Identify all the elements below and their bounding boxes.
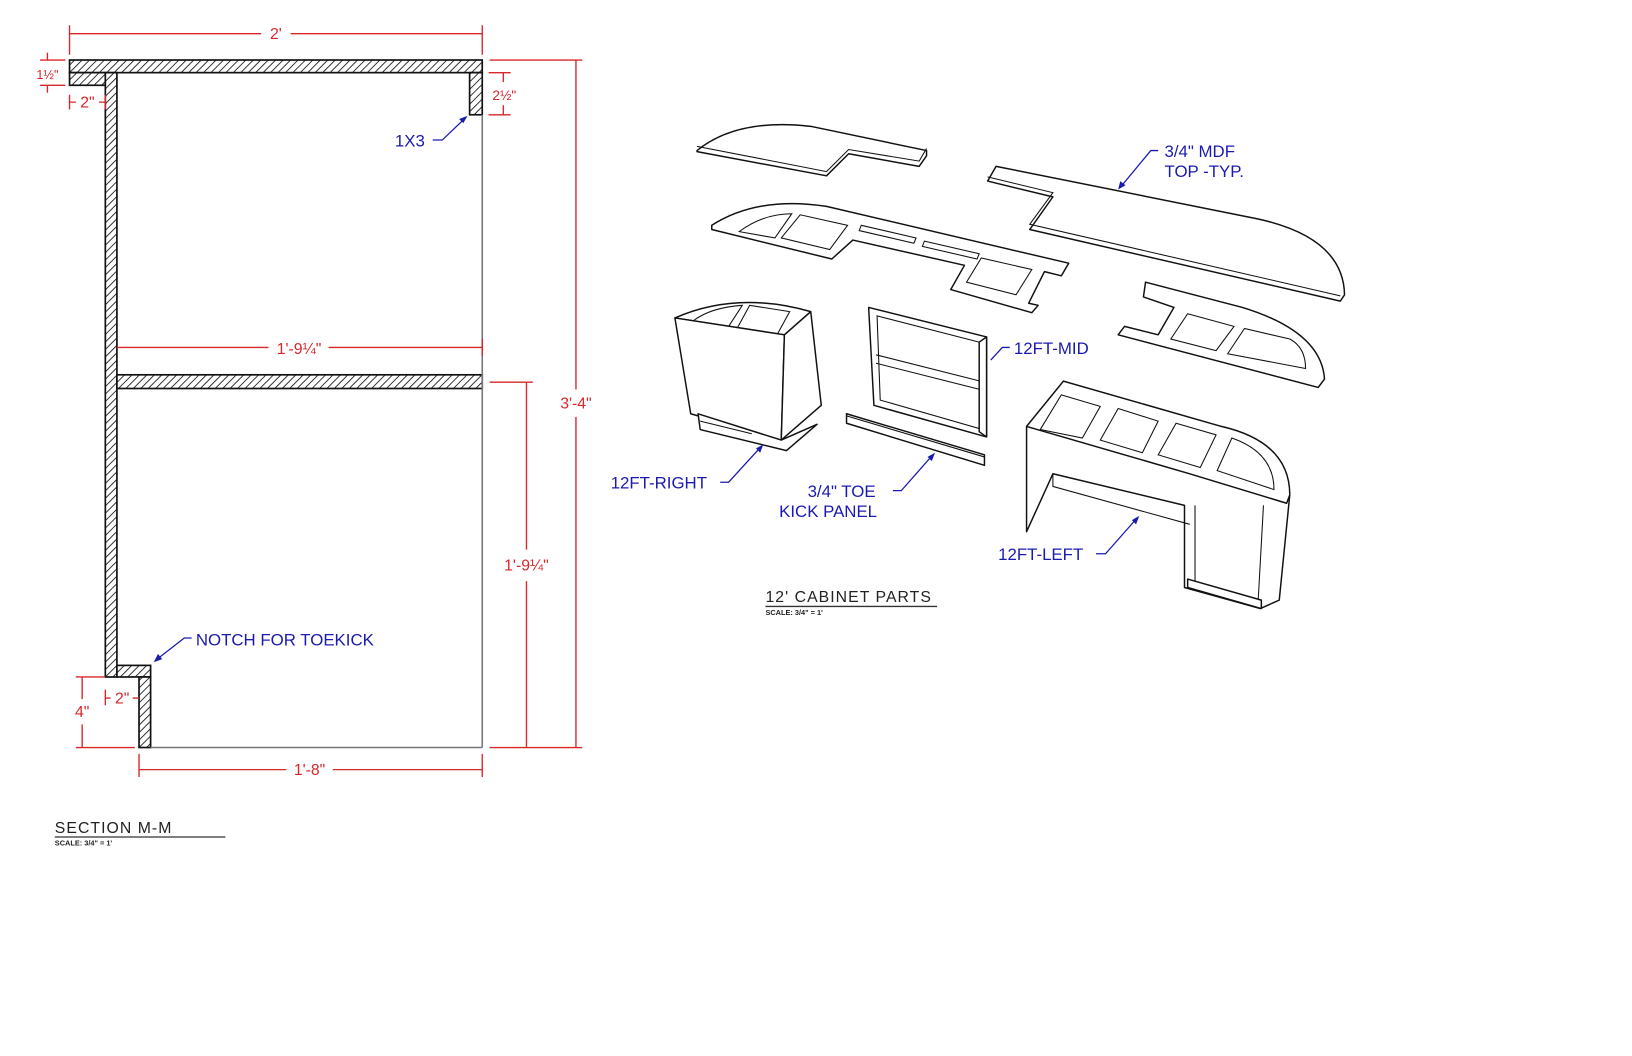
dim-shelf-height: 1'-9¼" [489, 381, 549, 748]
callout-text: 3/4" MDF [1164, 142, 1235, 161]
callout-text: 3/4" TOE [808, 482, 876, 501]
callout-text: 12FT-RIGHT [611, 474, 707, 493]
toe-kick-panel [845, 413, 986, 467]
frame-panel-right [1117, 281, 1326, 389]
cleat-1x3-section [468, 71, 484, 116]
dim-overall-width: 2' [68, 25, 483, 55]
parts-scale: SCALE: 3/4" = 1' [765, 608, 823, 617]
callout-text: 12FT-MID [1014, 339, 1089, 358]
dim-text: 1½" [36, 68, 58, 82]
callout-notch: NOTCH FOR TOEKICK [153, 630, 375, 663]
dim-text: 2' [270, 26, 282, 43]
callout-1x3: 1X3 [395, 115, 468, 150]
callout-text: NOTCH FOR TOEKICK [196, 630, 375, 649]
dim-text: 1'-9¼" [277, 341, 322, 358]
dim-text: 4" [75, 704, 89, 721]
dim-top-thickness: 1½" [36, 52, 66, 93]
dim-toekick-height: 4" [75, 676, 135, 749]
callout-12ft-left: 12FT-LEFT [998, 515, 1140, 564]
cabinet-12ft-mid [867, 306, 988, 438]
callout-text: TOP -TYP. [1164, 162, 1244, 181]
top-ledge-section [68, 71, 107, 87]
shelf-section [116, 373, 484, 390]
mdf-top-short [696, 123, 928, 177]
callout-toe-kick: 3/4" TOE KICK PANEL [779, 452, 935, 521]
notch-vertical-section [138, 676, 152, 749]
cabinet-12ft-left [1025, 380, 1291, 610]
section-scale: SCALE: 3/4" = 1' [55, 838, 113, 847]
dim-top-overhang: 2" [68, 94, 107, 111]
dim-text: 1'-9¼" [504, 558, 549, 575]
parts-title: 12' CABINET PARTS [765, 589, 932, 606]
callout-text: 1X3 [395, 131, 425, 150]
dim-interior-width: 1'-9¼" [116, 339, 483, 358]
callout-12ft-mid: 12FT-MID [990, 339, 1089, 361]
countertop-section [68, 59, 484, 74]
dim-cleat-height: 2½" [488, 71, 516, 116]
dim-text: 2" [80, 94, 94, 111]
dim-overall-height: 3'-4" [489, 59, 592, 749]
callout-mdf-top: 3/4" MDF TOP -TYP. [1118, 142, 1244, 190]
dim-text: 2" [115, 690, 129, 707]
dim-text: 1'-8" [294, 762, 325, 779]
section-m-m: 2' 1½" 2" 2½" 3'-4" 1'-9¼" 1'-9¼" 4" [36, 25, 592, 847]
notch-horizontal-section [116, 664, 152, 678]
cabinet-12ft-right [674, 301, 823, 452]
cabinet-parts-isometric: 3/4" MDF TOP -TYP. 12FT-MID 12FT-RIGHT 3… [611, 123, 1346, 617]
dim-text: 3'-4" [560, 396, 591, 413]
callout-12ft-right: 12FT-RIGHT [611, 444, 764, 493]
frame-panel-center [711, 202, 1070, 314]
dim-base-depth: 1'-8" [138, 753, 483, 779]
callout-text: KICK PANEL [779, 502, 877, 521]
dim-toekick-depth: 2" [104, 689, 140, 707]
callout-text: 12FT-LEFT [998, 545, 1083, 564]
section-title: SECTION M-M [55, 820, 173, 837]
mdf-top-long [986, 165, 1346, 302]
dim-text: 2½" [492, 88, 516, 103]
left-wall-section [104, 71, 118, 678]
